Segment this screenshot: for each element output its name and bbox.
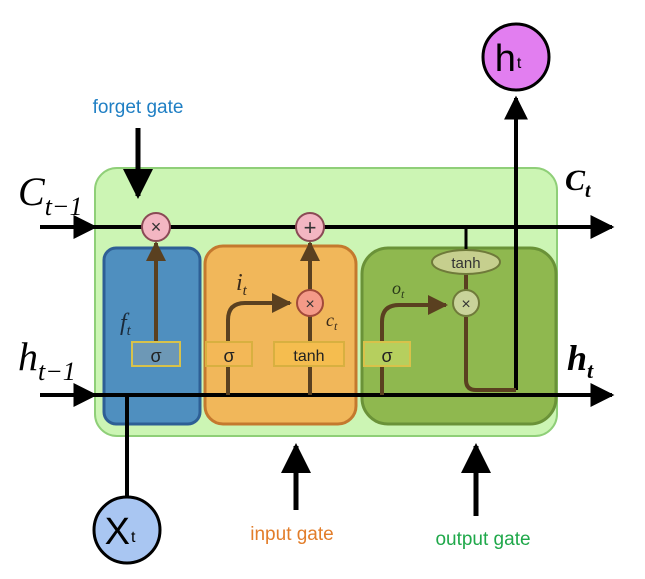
forget-sigma-layer [131, 341, 181, 367]
output-o-symbol: ot [392, 278, 405, 301]
output-tanh-node [431, 249, 501, 275]
cell-state-out-label: Ct [565, 164, 592, 202]
input-tanh-label: tanh [293, 348, 324, 365]
input-i-symbol: it [236, 270, 248, 299]
forget-sigma-label: σ [150, 346, 161, 366]
input-node-label: Xt [105, 511, 136, 553]
hidden-state-out-label: ht [567, 338, 594, 383]
input-multiply-symbol: × [305, 296, 314, 313]
input-c-symbol: ct [326, 310, 338, 333]
forget-gate-label: forget gate [93, 97, 184, 118]
input-i-flow [226, 293, 292, 395]
forget-multiply-node [141, 212, 171, 242]
output-o-flow [380, 295, 448, 395]
output-node [481, 22, 551, 92]
forget-gate-box [102, 246, 202, 426]
output-gate-box [360, 246, 558, 426]
forget-gate-symbol: ft [120, 310, 132, 339]
input-sigma-label: σ [223, 346, 234, 366]
output-sigma-layer [363, 341, 411, 367]
add-symbol: + [304, 215, 317, 240]
output-multiply-symbol: × [461, 296, 470, 313]
output-sigma-label: σ [381, 346, 392, 366]
output-multiply-node [452, 289, 480, 317]
output-node-label: ht [495, 38, 522, 80]
hidden-state-in-label: ht−1 [18, 334, 76, 386]
inner-flows [146, 241, 516, 395]
output-gate-label: output gate [435, 529, 530, 550]
output-to-hidden [464, 317, 516, 392]
input-gate-box [203, 244, 358, 426]
cell-state-in-label: Ct−1 [18, 169, 82, 221]
input-gate-label: input gate [250, 524, 333, 545]
input-tanh-layer [273, 341, 345, 367]
output-tanh-label: tanh [451, 255, 480, 272]
input-multiply-node [296, 289, 324, 317]
add-node [295, 212, 325, 242]
forget-multiply-symbol: × [151, 217, 162, 237]
input-sigma-layer [205, 341, 253, 367]
input-node [92, 495, 162, 565]
